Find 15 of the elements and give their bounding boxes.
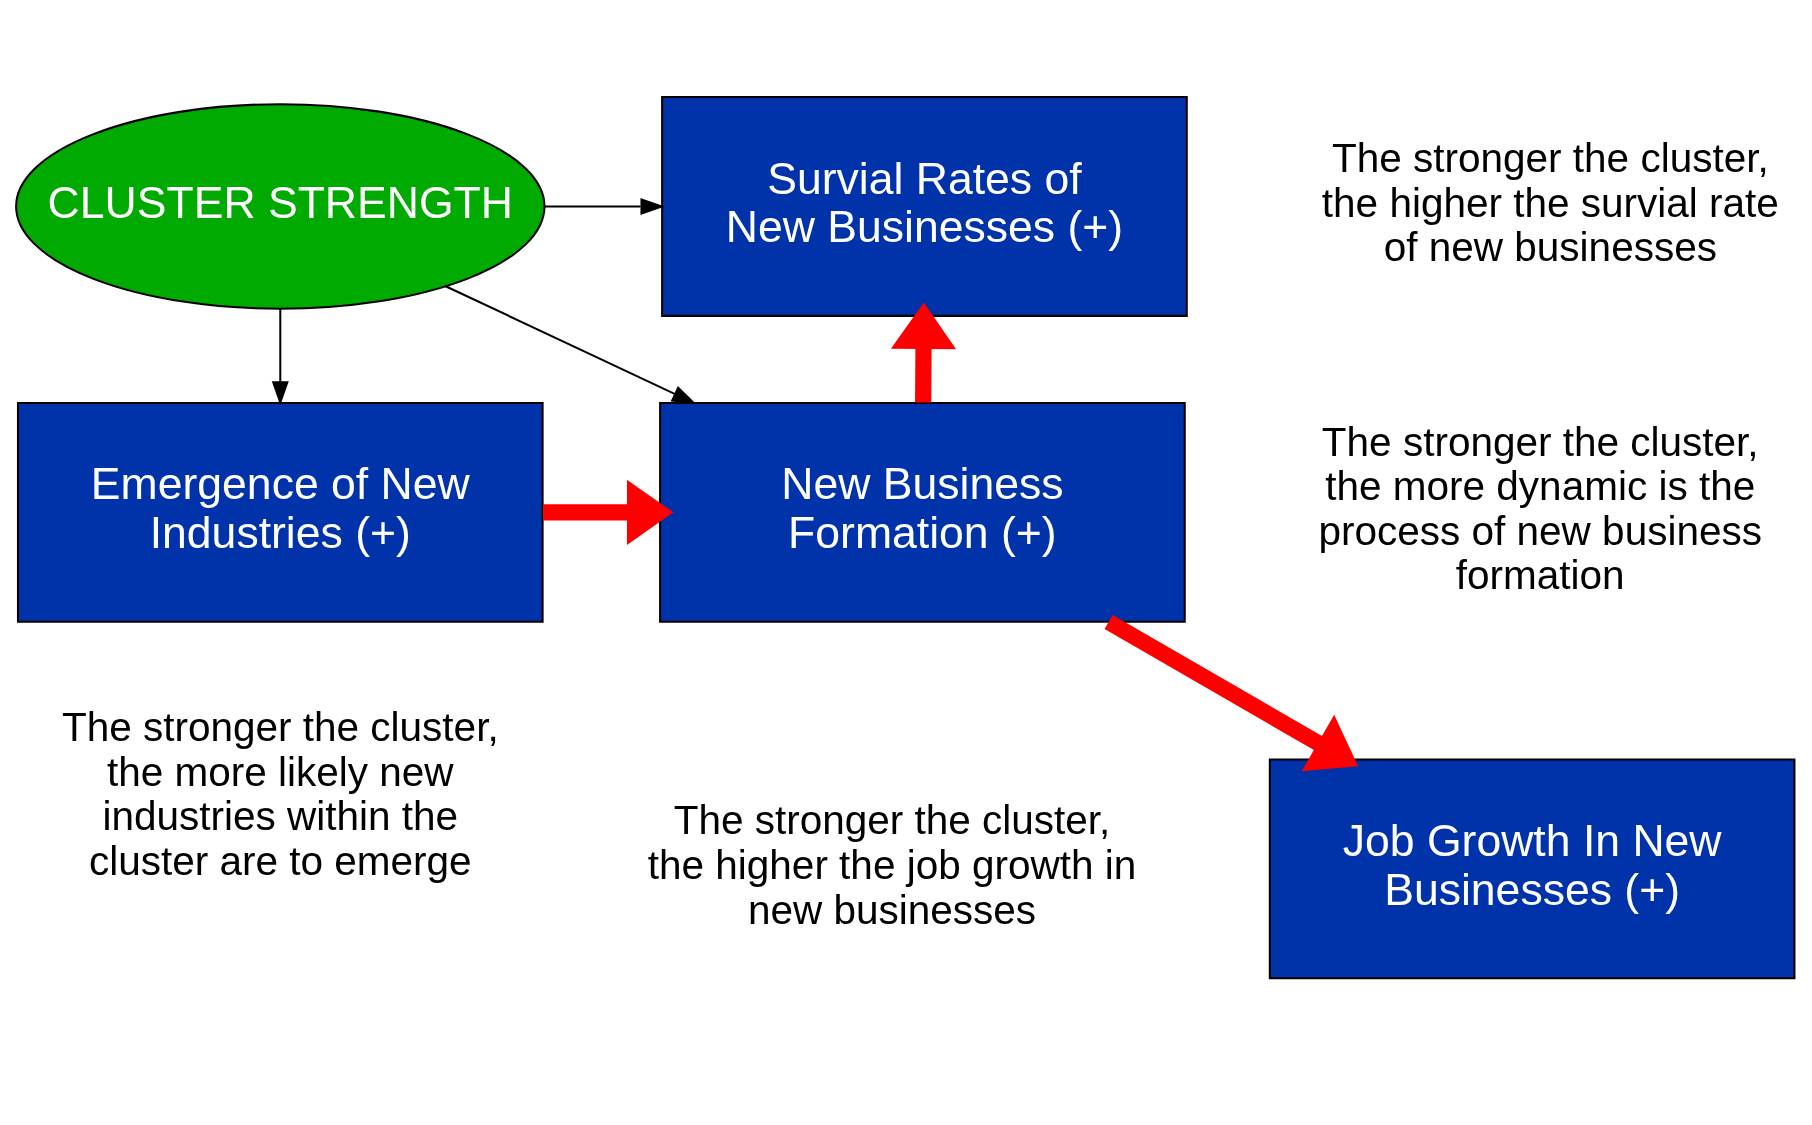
- arrow: [1104, 614, 1359, 771]
- arrow: [543, 479, 674, 545]
- arrow: [544, 197, 665, 215]
- node-label: The stronger the cluster, the more likely new industries within the cluster are to emerge: [61, 703, 499, 884]
- arrow: [271, 308, 289, 406]
- node-box: Job Growth In New Businesses (+): [1268, 757, 1796, 979]
- node-label: The stronger the cluster, the higher the job growth in new businesses: [647, 796, 1137, 933]
- node-ellipse: CLUSTER STRENGTH: [15, 102, 546, 310]
- node-label: The stronger the cluster, the higher the survial rate of new businesses: [1321, 134, 1779, 270]
- node-box: New Business Formation (+): [659, 401, 1186, 623]
- node-label: The stronger the cluster, the more dynamic is the process of new business formation: [1318, 418, 1762, 598]
- arrow: [445, 284, 697, 404]
- node-box: Survial Rates of New Businesses (+): [661, 95, 1188, 317]
- node-box: Emergence of New Industries (+): [16, 401, 544, 623]
- arrow: [890, 302, 957, 403]
